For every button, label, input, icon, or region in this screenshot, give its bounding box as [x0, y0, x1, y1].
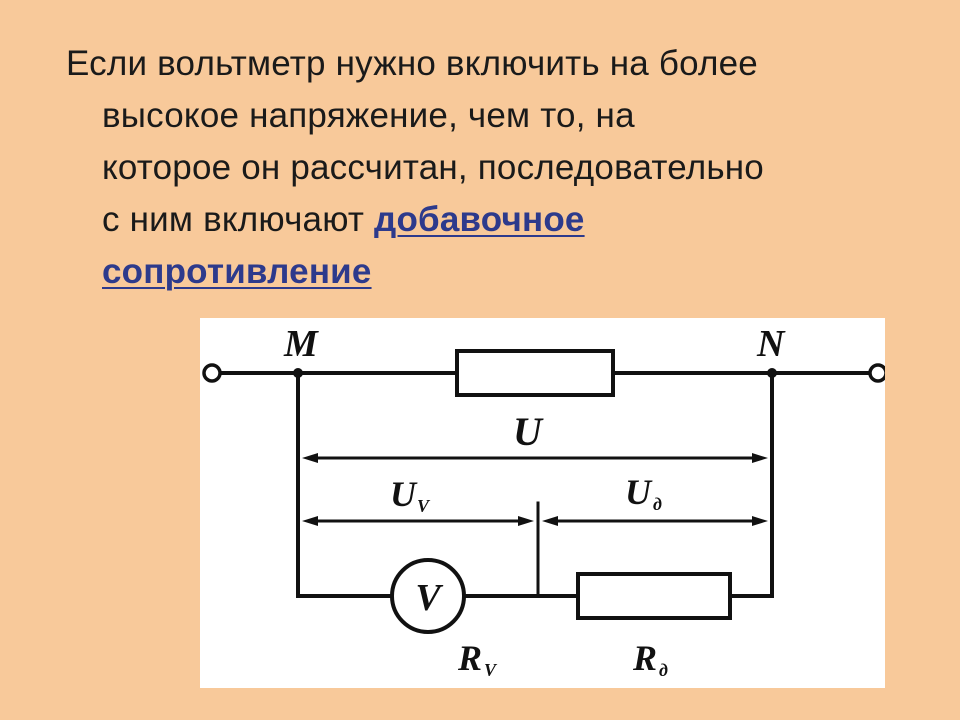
resistance-d-label: R: [632, 638, 657, 678]
node-m-dot: [293, 368, 303, 378]
text-line-5: сопротивление: [66, 246, 936, 298]
voltage-u-label: U: [513, 409, 544, 454]
node-m-label: M: [283, 323, 319, 365]
voltage-v-label: U: [390, 474, 418, 514]
voltage-split-arrows: [302, 516, 768, 526]
resistance-v-subscript: V: [484, 660, 498, 680]
text-line-2: высокое напряжение, чем то, на: [102, 96, 635, 135]
voltmeter-symbol: [390, 558, 466, 634]
circuit-svg: M N U U V U д V R V R д: [202, 323, 885, 680]
voltage-v-subscript: V: [417, 496, 431, 516]
text-line-1: Если вольтметр нужно включить на более: [66, 44, 758, 83]
voltmeter-letter: V: [415, 577, 443, 619]
input-terminal: [202, 363, 222, 383]
voltage-u-arrow: [302, 453, 768, 463]
output-terminal: [868, 363, 885, 383]
load-resistor: [455, 349, 615, 397]
node-n-label: N: [756, 323, 786, 365]
voltage-d-subscript: д: [653, 494, 662, 514]
text-line-4-prefix: с ним включают: [102, 200, 375, 239]
voltage-d-label: U: [625, 472, 653, 512]
additional-resistance-link-part-1[interactable]: добавочное: [374, 200, 585, 239]
node-n-dot: [767, 368, 777, 378]
additional-resistance-link-part-2[interactable]: сопротивление: [102, 252, 372, 291]
text-line-4: с ним включают добавочное: [66, 194, 936, 246]
text-line-3: которое он рассчитан, последовательно: [102, 148, 764, 187]
resistance-d-subscript: д: [659, 660, 668, 680]
resistance-v-label: R: [457, 638, 482, 678]
slide-text: Если вольтметр нужно включить на более в…: [66, 38, 936, 298]
circuit-diagram: M N U U V U д V R V R д: [200, 318, 885, 688]
additional-resistor: [576, 572, 732, 620]
